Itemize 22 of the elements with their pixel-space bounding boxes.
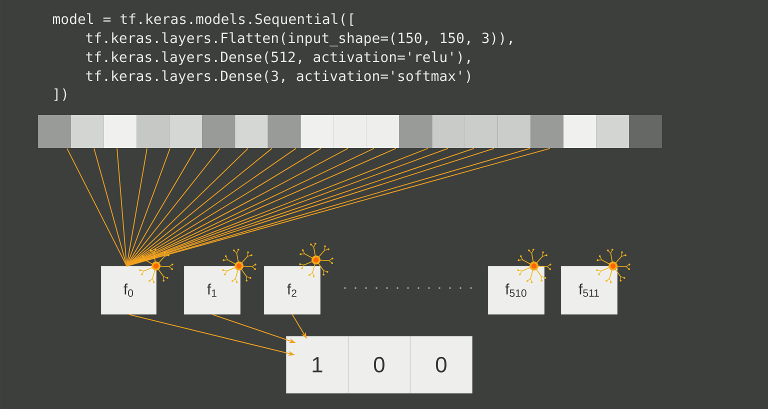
connector-line xyxy=(116,148,128,266)
code-line: tf.keras.layers.Flatten(input_shape=(150, 150, 3)), xyxy=(86,32,512,46)
connector-line xyxy=(126,148,248,266)
connector-line xyxy=(126,148,220,266)
feature-box: f$_{510}$ xyxy=(488,266,544,314)
output-cell: 0 xyxy=(348,336,410,394)
connector-line xyxy=(126,148,148,266)
code-line: ]) xyxy=(54,88,66,101)
output-cell: 0 xyxy=(410,336,472,394)
feature-box: f$_{511}$ xyxy=(561,266,618,314)
feature-box: f$_{1}$ xyxy=(184,266,240,314)
code-line: tf.keras.layers.Dense(512, activation='relu'), xyxy=(86,51,470,65)
feature-box: f$_{2}$ xyxy=(264,266,320,314)
code-line: tf.keras.layers.Dense(3, activation='softmax') xyxy=(86,70,470,84)
connector-line xyxy=(126,148,170,266)
connector-line xyxy=(94,148,128,266)
code-line: model = tf.keras.models.Sequential([ xyxy=(52,13,354,27)
connector-line xyxy=(126,148,196,266)
feature-box: f$_{0}$ xyxy=(101,266,156,314)
pixel-strip xyxy=(38,115,662,148)
connector-line xyxy=(66,148,128,266)
output-cell: 1 xyxy=(286,336,348,394)
